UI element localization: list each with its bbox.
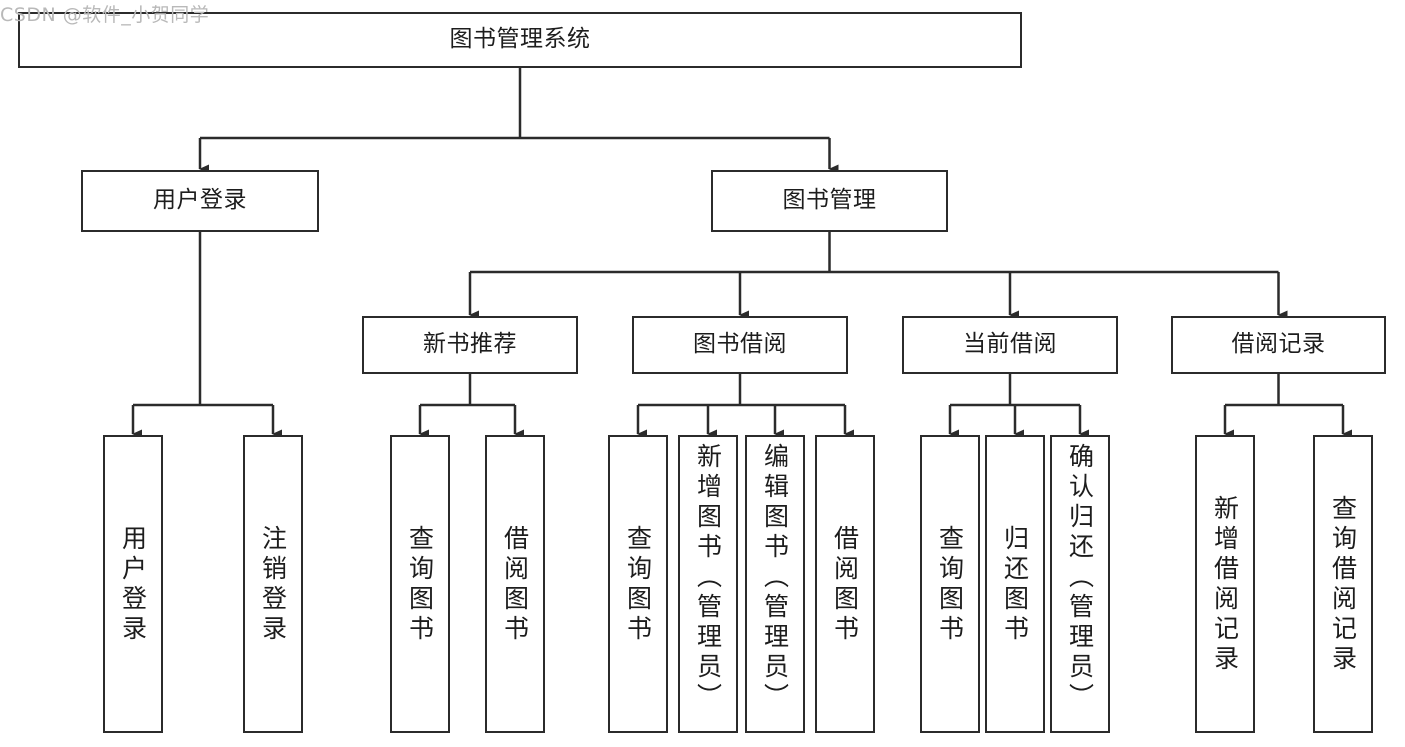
node-leaf-cur-confirm[interactable]: 确认归还（管理员） [1050, 435, 1110, 733]
node-label: 注销登录 [258, 525, 288, 645]
node-l3-current[interactable]: 当前借阅 [902, 316, 1118, 374]
edge-layer [131, 68, 1352, 439]
node-l2-user[interactable]: 用户登录 [81, 170, 319, 232]
node-leaf-cur-return[interactable]: 归还图书 [985, 435, 1045, 733]
node-l3-newbook[interactable]: 新书推荐 [362, 316, 578, 374]
node-leaf-rec-add[interactable]: 新增借阅记录 [1195, 435, 1255, 733]
node-leaf-bor-edit[interactable]: 编辑图书（管理员） [745, 435, 805, 733]
node-label: 借阅图书 [830, 525, 860, 645]
node-label: 新增图书（管理员） [693, 443, 723, 713]
node-label: 用户登录 [118, 525, 148, 645]
node-label: 新书推荐 [423, 331, 517, 358]
node-root[interactable]: 图书管理系统 [18, 12, 1022, 68]
node-leaf-bor-lend[interactable]: 借阅图书 [815, 435, 875, 733]
node-leaf-user-logout[interactable]: 注销登录 [243, 435, 303, 733]
node-label: 借阅图书 [500, 525, 530, 645]
node-l2-book[interactable]: 图书管理 [711, 170, 948, 232]
node-label: 用户登录 [153, 187, 247, 214]
node-label: 图书管理系统 [449, 26, 591, 53]
node-label: 查询图书 [935, 525, 965, 645]
node-leaf-new-query[interactable]: 查询图书 [390, 435, 450, 733]
node-leaf-user-login[interactable]: 用户登录 [103, 435, 163, 733]
node-leaf-new-borrow[interactable]: 借阅图书 [485, 435, 545, 733]
node-leaf-bor-query[interactable]: 查询图书 [608, 435, 668, 733]
node-label: 查询图书 [623, 525, 653, 645]
node-leaf-bor-add[interactable]: 新增图书（管理员） [678, 435, 738, 733]
node-label: 确认归还（管理员） [1065, 443, 1095, 713]
node-label: 当前借阅 [963, 331, 1057, 358]
node-label: 借阅记录 [1231, 331, 1326, 358]
node-label: 查询借阅记录 [1328, 495, 1358, 675]
node-l3-record[interactable]: 借阅记录 [1171, 316, 1386, 374]
node-label: 查询图书 [405, 525, 435, 645]
node-label: 图书借阅 [693, 331, 787, 358]
watermark-text: CSDN @软件_小贺同学 [0, 4, 210, 26]
node-label: 归还图书 [1000, 525, 1030, 645]
node-leaf-rec-query[interactable]: 查询借阅记录 [1313, 435, 1373, 733]
node-label: 新增借阅记录 [1210, 495, 1240, 675]
node-l3-borrow[interactable]: 图书借阅 [632, 316, 848, 374]
node-leaf-cur-query[interactable]: 查询图书 [920, 435, 980, 733]
node-label: 图书管理 [782, 187, 877, 214]
node-label: 编辑图书（管理员） [760, 443, 790, 713]
